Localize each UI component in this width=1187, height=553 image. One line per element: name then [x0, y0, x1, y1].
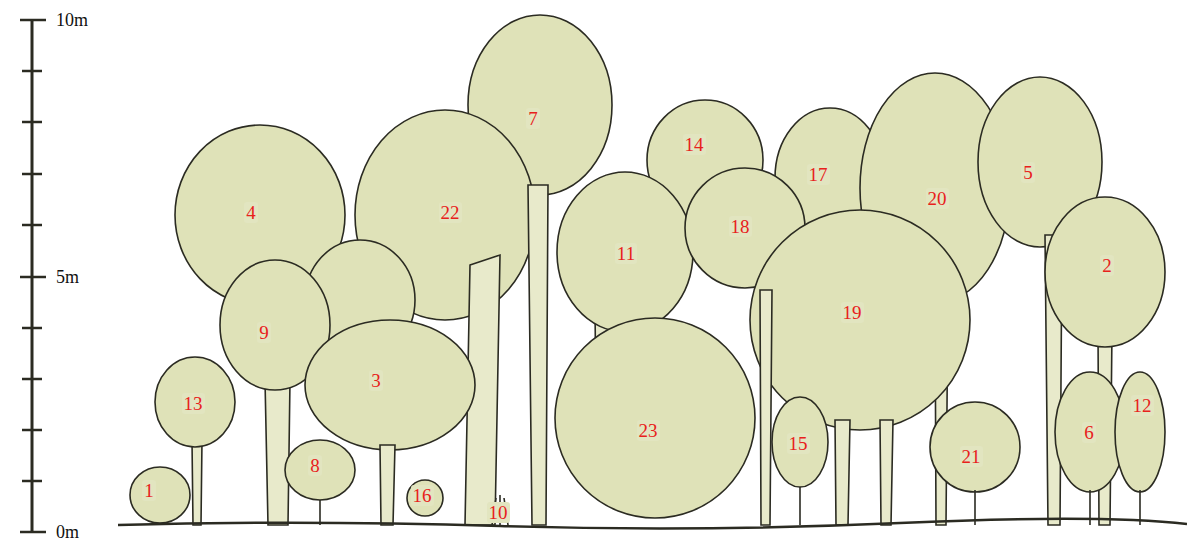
callout-number: 3	[369, 370, 383, 391]
callout-number: 7	[526, 108, 540, 129]
scale-label: 5m	[56, 268, 79, 286]
callout-number: 23	[637, 420, 660, 441]
callout-number: 21	[960, 446, 983, 467]
callout-number: 22	[439, 202, 462, 223]
scale-label: 10m	[56, 11, 88, 29]
callout-number: 19	[841, 302, 864, 323]
callout-number: 13	[182, 393, 205, 414]
callout-number: 8	[308, 455, 322, 476]
callout-number: 14	[683, 134, 706, 155]
callout-number: 17	[807, 164, 830, 185]
callout-number: 15	[787, 433, 810, 454]
callout-number: 9	[257, 322, 271, 343]
callout-number: 4	[244, 202, 258, 223]
callout-number: 1	[142, 480, 156, 501]
callout-number: 20	[926, 188, 949, 209]
callout-number: 5	[1021, 162, 1035, 183]
callout-number: 10	[487, 502, 510, 523]
callout-number: 11	[615, 243, 637, 264]
callout-number: 16	[411, 485, 434, 506]
scale-label: 0m	[56, 523, 79, 541]
callout-number: 12	[1131, 395, 1154, 416]
callout-number: 2	[1100, 255, 1114, 276]
callout-number: 6	[1082, 422, 1096, 443]
callout-number: 18	[729, 216, 752, 237]
